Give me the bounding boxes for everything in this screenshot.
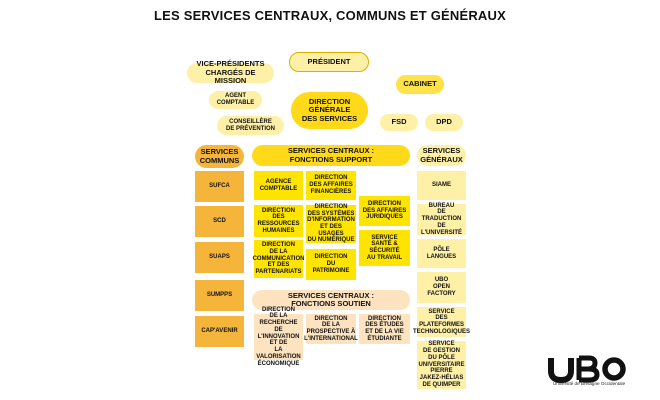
service-commun-suaps: SUAPS bbox=[195, 242, 244, 273]
ubo-logo-subtitle: Université de Bretagne Occidentale bbox=[552, 381, 626, 386]
service-general-pole-langues: PÔLE LANGUES bbox=[417, 239, 466, 268]
service-commun-sufca: SUFCA bbox=[195, 171, 244, 202]
service-commun-scd: SCD bbox=[195, 206, 244, 237]
page-title: LES SERVICES CENTRAUX, COMMUNS ET GÉNÉRA… bbox=[154, 8, 506, 23]
dpd-box: DPD bbox=[425, 114, 463, 131]
service-general-siame: SIAME bbox=[417, 171, 466, 200]
fonctions-soutien-header: SERVICES CENTRAUX :FONCTIONS SOUTIEN bbox=[252, 290, 410, 310]
service-commun-sumpps: SUMPPS bbox=[195, 280, 244, 311]
ubo-logo bbox=[548, 355, 626, 384]
service-commun-capavenir: CAP'AVENIR bbox=[195, 316, 244, 347]
cabinet-box: CABINET bbox=[396, 75, 444, 94]
president-box: PRÉSIDENT bbox=[289, 52, 369, 72]
fsd-box: FSD bbox=[380, 114, 418, 131]
fonctions-support-header: SERVICES CENTRAUX :FONCTIONS SUPPORT bbox=[252, 145, 410, 166]
